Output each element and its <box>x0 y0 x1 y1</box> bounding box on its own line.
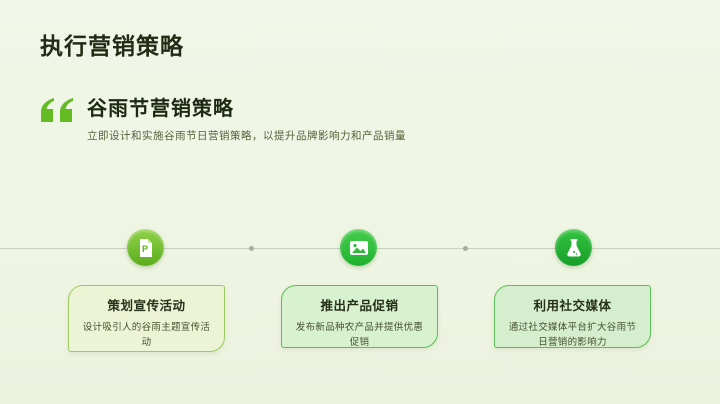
flask-icon <box>555 229 592 266</box>
card-title: 策划宣传活动 <box>107 299 186 313</box>
section-subtitle: 立即设计和实施谷雨节日营销策略，以提升品牌影响力和产品销量 <box>87 130 406 142</box>
svg-text:P: P <box>141 244 147 254</box>
card-title: 利用社交媒体 <box>533 299 612 313</box>
card-description: 通过社交媒体平台扩大谷雨节日营销的影响力 <box>508 322 637 348</box>
timeline-dot <box>463 246 468 251</box>
timeline-card-plan: 策划宣传活动 设计吸引人的谷雨主题宣传活动 <box>68 285 225 352</box>
timeline-card-promotion: 推出产品促销 发布新品种农产品并提供优惠促销 <box>281 285 438 348</box>
card-description: 发布新品种农产品并提供优惠促销 <box>295 322 424 348</box>
ppt-file-icon: P <box>127 229 164 266</box>
image-icon <box>340 229 377 266</box>
page-title: 执行营销策略 <box>40 33 184 59</box>
card-title: 推出产品促销 <box>320 299 399 313</box>
section-heading: 谷雨节营销策略 <box>87 98 234 120</box>
quote-icon <box>41 98 73 122</box>
card-description: 设计吸引人的谷雨主题宣传活动 <box>82 322 211 348</box>
timeline-dot <box>249 246 254 251</box>
timeline-card-social: 利用社交媒体 通过社交媒体平台扩大谷雨节日营销的影响力 <box>494 285 651 348</box>
